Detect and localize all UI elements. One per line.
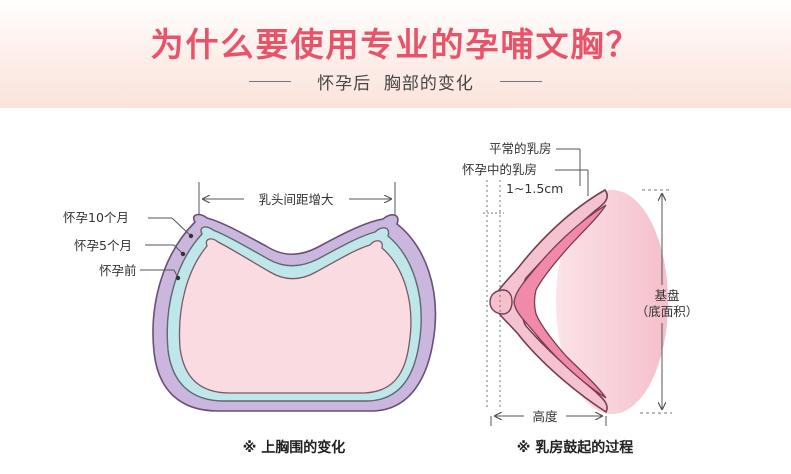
normal-breast-shape [513, 204, 607, 399]
label-5-months: 怀孕5个月 [74, 238, 132, 253]
layer-before-pregnancy-shape [178, 238, 412, 394]
subtitle-right-divider [499, 80, 542, 82]
label-10-months: 怀孕10个月 [63, 210, 129, 225]
base-label: 基盘 [654, 288, 679, 303]
label-thickness: 1~1.5cm [506, 181, 563, 196]
subtitle-left-divider [249, 80, 292, 82]
page-subtitle: 怀孕后 胸部的变化 [317, 73, 474, 94]
breast-caption: ※ 乳房鼓起的过程 [517, 439, 633, 456]
label-before-pregnancy: 怀孕前 [99, 263, 137, 278]
label-pregnant-breast: 怀孕中的乳房 [462, 162, 537, 177]
breast-profile-diagram: 平常的乳房 怀孕中的乳房 1~1.5cm 基盘 （底面积） 高度 ※ 乳房鼓起的… [462, 141, 698, 456]
height-label: 高度 [532, 409, 558, 424]
nipple-shape [489, 289, 513, 315]
chest-caption: ※ 上胸围的变化 [243, 439, 345, 456]
chest-diagram: 乳头间距增大 怀孕10个月 怀孕5个月 怀孕前 ※ 上胸围的变化 [63, 182, 437, 456]
label-normal-breast: 平常的乳房 [489, 141, 552, 156]
header-banner: 为什么要使用专业的孕哺文胸？ 怀孕后 胸部的变化 [0, 0, 791, 108]
page-title: 为什么要使用专业的孕哺文胸？ [150, 25, 641, 64]
base-area-ellipse [556, 190, 668, 414]
base-sub-label: （底面积） [636, 304, 699, 319]
subtitle-row: 怀孕后 胸部的变化 [0, 66, 791, 96]
nipple-distance-label: 乳头间距增大 [258, 192, 333, 207]
